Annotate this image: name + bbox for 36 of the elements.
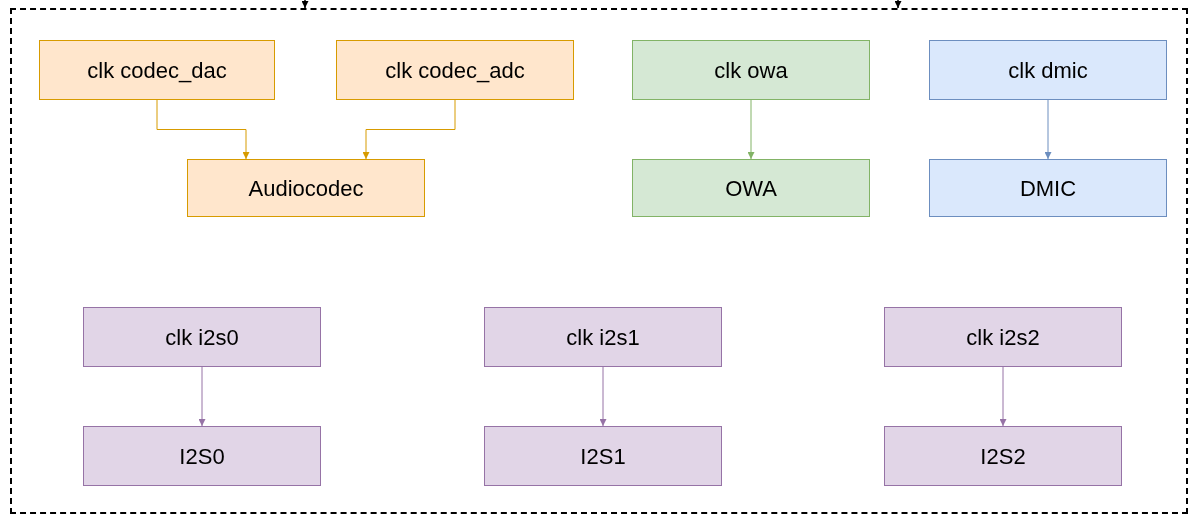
box-label: I2S1 [580, 442, 626, 471]
arrow [999, 366, 1007, 427]
box-label: clk codec_dac [87, 56, 227, 85]
box-label: clk i2s0 [165, 323, 239, 352]
arrow [156, 99, 250, 160]
arrow [599, 366, 607, 427]
box-label: clk owa [714, 56, 788, 85]
arrow [301, 0, 309, 9]
box-label: clk codec_adc [385, 56, 525, 85]
arrow [894, 0, 902, 9]
box-label: clk i2s2 [966, 323, 1040, 352]
arrow [198, 366, 206, 427]
process-box [83, 307, 321, 367]
process-box [39, 40, 275, 100]
process-box [484, 307, 722, 367]
arrow [747, 99, 755, 160]
process-box [632, 40, 870, 100]
arrow [1044, 99, 1052, 160]
box-label: clk i2s1 [566, 323, 640, 352]
process-box [632, 159, 870, 217]
process-box [884, 426, 1122, 486]
process-box [187, 159, 425, 217]
process-box [929, 159, 1167, 217]
dashed-container [10, 8, 1188, 514]
box-label: clk dmic [1008, 56, 1088, 85]
process-box [83, 426, 321, 486]
box-label: DMIC [1019, 174, 1077, 203]
box-label: OWA [725, 174, 777, 203]
process-box [484, 426, 722, 486]
process-box [336, 40, 574, 100]
box-label: I2S2 [980, 442, 1026, 471]
process-box [929, 40, 1167, 100]
box-label: Audiocodec [248, 174, 364, 203]
box-label: I2S0 [179, 442, 225, 471]
process-box [884, 307, 1122, 367]
arrow [362, 99, 456, 160]
